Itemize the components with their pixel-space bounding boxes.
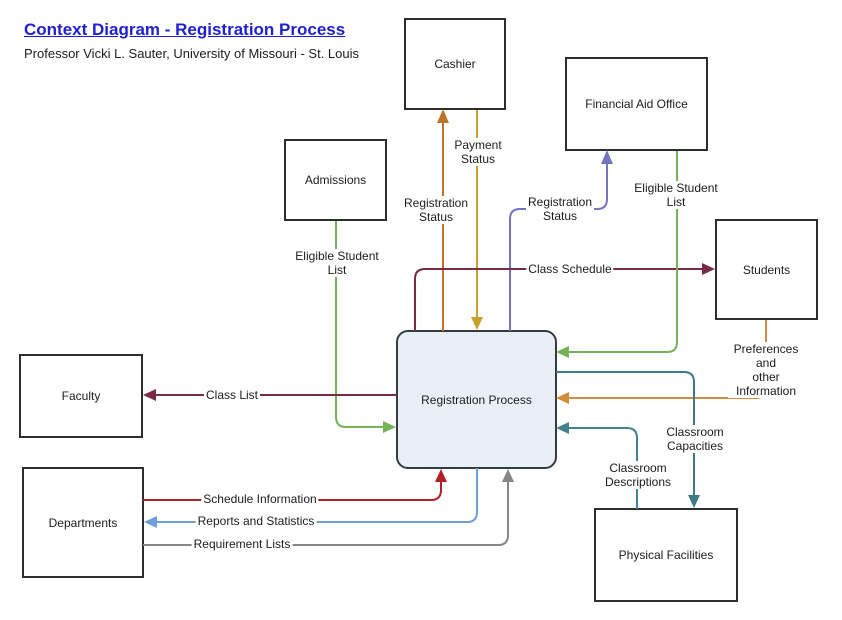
flow-requirement-lists-label: Requirement Lists xyxy=(191,537,293,551)
flow-class-list xyxy=(143,389,397,401)
flow-schedule-information-label: Schedule Information xyxy=(201,492,319,506)
flow-registration-status-financial-aid-line xyxy=(509,163,608,331)
node-cashier-label: Cashier xyxy=(434,57,476,71)
node-departments: Departments xyxy=(22,467,144,578)
node-faculty-label: Faculty xyxy=(61,389,101,403)
flow-registration-status-financial-aid xyxy=(509,150,613,331)
flow-class-schedule-label: Class Schedule xyxy=(526,262,614,276)
flow-classroom-descriptions-label: Classroom Descriptions xyxy=(602,461,674,489)
flow-registration-status-financial-aid-label: Registration Status xyxy=(525,195,595,223)
flow-eligible-student-list-admissions-label: Eligible Student List xyxy=(293,249,381,277)
node-admissions: Admissions xyxy=(284,139,387,221)
flow-preferences-arrowhead xyxy=(556,392,569,404)
flow-eligible-student-list-financial-aid-arrowhead xyxy=(556,346,569,358)
node-physical-facilities: Physical Facilities xyxy=(594,508,738,602)
flow-class-list-arrowhead xyxy=(143,389,156,401)
node-departments-label: Departments xyxy=(48,515,118,530)
flow-registration-status-cashier-arrowhead xyxy=(437,109,449,123)
flow-requirement-lists-arrowhead xyxy=(502,469,514,482)
flow-payment-status-label: Payment Status xyxy=(452,138,504,166)
flow-classroom-capacities-arrowhead xyxy=(688,495,700,508)
flow-class-list-label: Class List xyxy=(203,388,261,402)
flow-registration-status-cashier-label: Registration Status xyxy=(401,196,471,224)
flow-schedule-information-arrowhead xyxy=(435,469,447,482)
flow-classroom-descriptions-arrowhead xyxy=(556,422,569,434)
flow-class-schedule-arrowhead xyxy=(702,263,715,275)
flow-registration-status-financial-aid-arrowhead xyxy=(601,150,613,164)
node-financial-aid-office-label: Financial Aid Office xyxy=(585,97,688,111)
flow-classroom-capacities-label: Classroom Capacities xyxy=(664,425,726,453)
node-students-label: Students xyxy=(742,262,791,277)
node-faculty: Faculty xyxy=(19,354,143,438)
node-registration-process: Registration Process xyxy=(396,330,557,469)
node-financial-aid-office: Financial Aid Office xyxy=(565,57,708,151)
flow-preferences-label: Preferences and other Information xyxy=(728,342,804,398)
node-registration-process-label: Registration Process xyxy=(421,392,532,407)
page-title: Context Diagram - Registration Process xyxy=(24,20,346,39)
node-cashier: Cashier xyxy=(404,18,506,110)
flow-reports-and-statistics-arrowhead xyxy=(144,516,157,528)
flow-requirement-lists xyxy=(143,469,514,546)
flow-reports-and-statistics-label: Reports and Statistics xyxy=(195,514,317,528)
node-physical-facilities-label: Physical Facilities xyxy=(618,548,714,562)
flow-eligible-student-list-financial-aid-label: Eligible Student List xyxy=(632,181,720,209)
node-students: Students xyxy=(715,219,818,320)
flow-payment-status-arrowhead xyxy=(471,317,483,330)
flow-class-schedule-line xyxy=(414,268,703,331)
node-admissions-label: Admissions xyxy=(304,173,367,187)
flow-eligible-student-list-admissions-arrowhead xyxy=(383,421,396,433)
page-subtitle: Professor Vicki L. Sauter, University of… xyxy=(24,46,359,61)
